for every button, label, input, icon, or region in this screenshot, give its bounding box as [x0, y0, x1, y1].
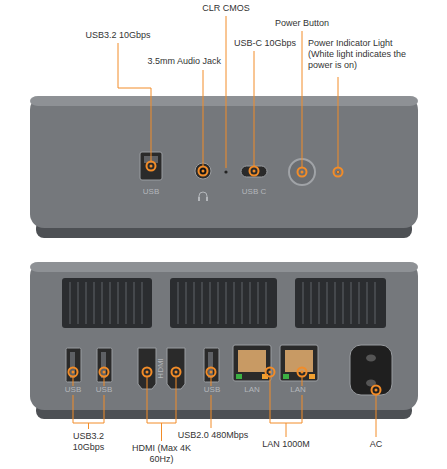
callout-label: CLR CMOS — [202, 3, 250, 14]
port-marking: USB — [64, 386, 82, 395]
front-top-edge — [30, 96, 418, 106]
rear-body — [30, 262, 418, 410]
clr-cmos-hole — [224, 170, 227, 173]
headphone-icon — [199, 192, 207, 199]
port-marking: LAN — [243, 386, 261, 395]
port-marking: USB — [95, 386, 113, 395]
headphone-icon — [198, 197, 200, 201]
port-marking: USB C — [241, 188, 267, 197]
callout-label: 3.5mm Audio Jack — [147, 56, 221, 67]
hdmi-port — [138, 348, 185, 389]
callout-marker — [69, 162, 381, 395]
callout-label: USB-C 10Gbps — [234, 38, 296, 49]
leader-line — [73, 16, 376, 441]
callout-label: Power Button — [275, 18, 329, 29]
port-marking: HDMI — [157, 357, 166, 379]
ac-inlet — [350, 345, 392, 395]
rear-top-edge — [30, 262, 418, 272]
port-marking: USB — [203, 386, 221, 395]
callout-label: USB3.2 10Gbps — [85, 30, 150, 41]
callout-label: USB3.2 10Gbps — [69, 431, 109, 453]
front-body — [30, 96, 418, 228]
callout-label: LAN 1000M — [262, 439, 310, 450]
callout-label: USB2.0 480Mbps — [178, 430, 249, 441]
port-marking: LAN — [289, 386, 307, 395]
port-marking: USB — [142, 188, 160, 197]
vent-grille — [62, 278, 386, 328]
audio-jack-hole — [200, 168, 206, 174]
callout-label: HDMI (Max 4K 60Hz) — [130, 443, 194, 465]
callout-label: AC — [370, 439, 383, 450]
usb-c-port — [241, 166, 267, 177]
power-indicator — [336, 170, 339, 173]
callout-label: Power Indicator Light (White light indic… — [308, 38, 414, 70]
headphone-icon — [206, 197, 208, 201]
lan-port — [233, 345, 318, 381]
